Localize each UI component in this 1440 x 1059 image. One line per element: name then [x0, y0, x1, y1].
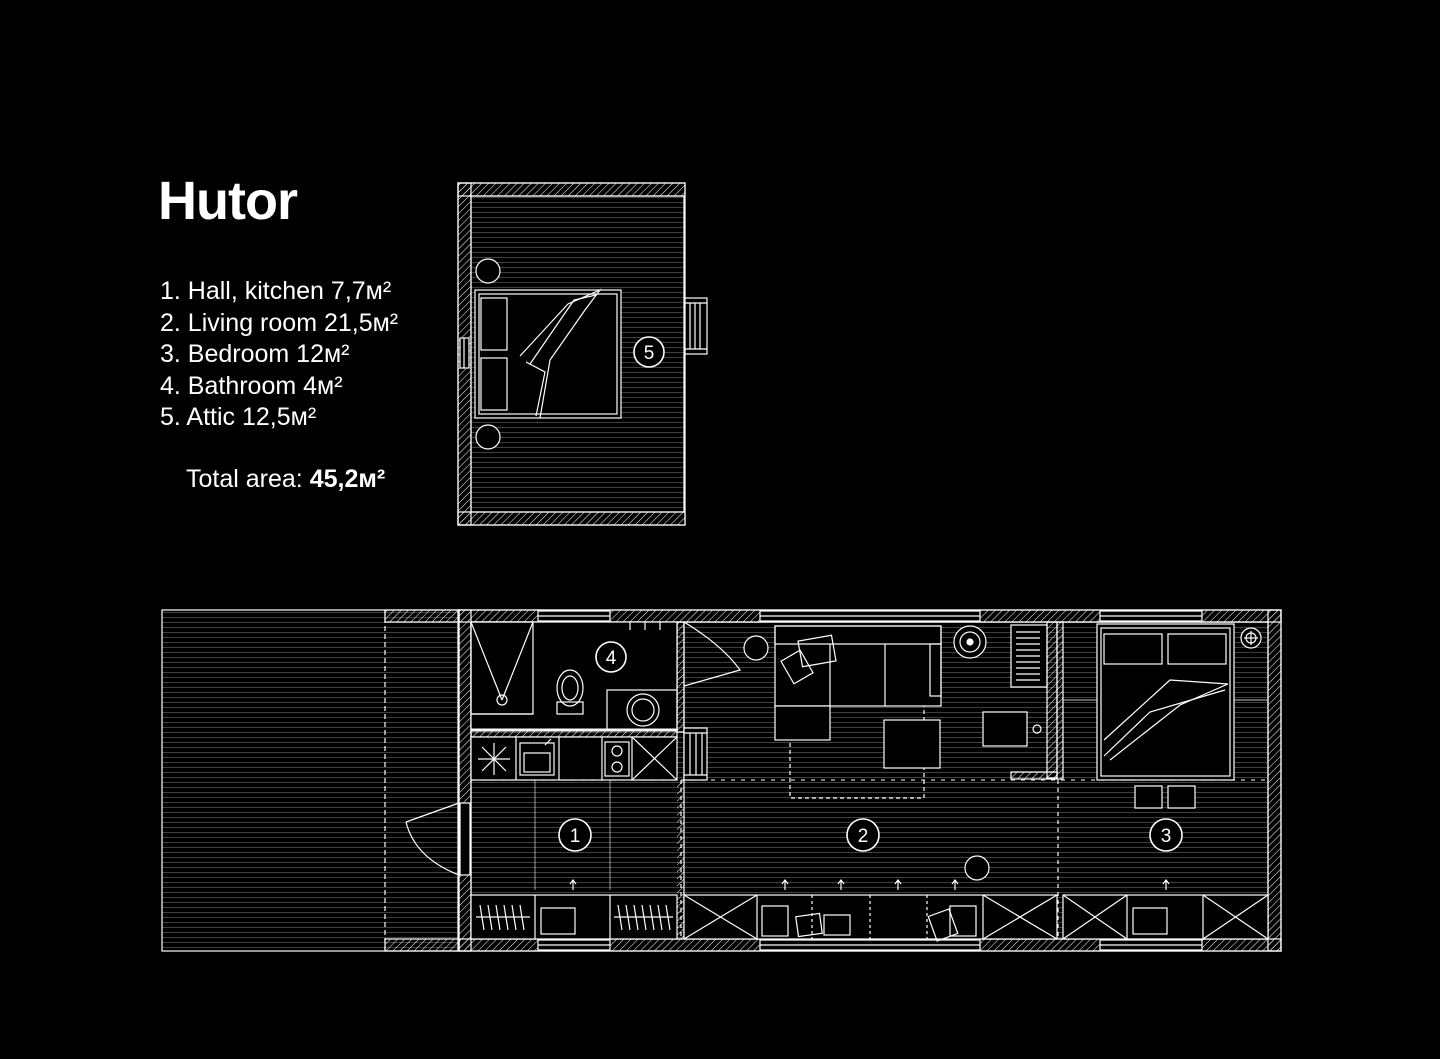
- fridge-icon: [478, 743, 510, 775]
- legend-item-bedroom: 3. Bedroom 12м²: [160, 340, 350, 369]
- living-room: 2: [743, 621, 1058, 881]
- legend-item-living-room: 2. Living room 21,5м²: [160, 308, 399, 337]
- room-marker-4-label: 4: [606, 648, 617, 669]
- room-marker-3-label: 3: [1161, 826, 1172, 847]
- ground-floor-plan: 4: [161, 609, 1282, 952]
- toilet-icon: [556, 669, 584, 715]
- hob-icon: [604, 741, 630, 777]
- desk: [982, 711, 1028, 747]
- shelf-unit: [1010, 621, 1058, 780]
- wardrobes: [470, 879, 1269, 942]
- room-marker-3: [1149, 818, 1183, 852]
- ceiling-light-icon: [1240, 627, 1262, 649]
- total-area-label: Total area:: [186, 465, 303, 493]
- project-title: Hutor: [158, 171, 298, 231]
- legend-item-hall-kitchen: 1. Hall, kitchen 7,7м²: [160, 277, 392, 305]
- bed-icon: [1063, 623, 1268, 781]
- lamp-icon: [964, 855, 990, 881]
- washbasin-icon: [606, 689, 678, 731]
- attic-bed-icon: [474, 288, 622, 419]
- bedroom: 3: [1063, 623, 1268, 852]
- kitchen-counter: [470, 736, 678, 781]
- room-marker-1: [558, 818, 592, 852]
- room-marker-4: [595, 641, 627, 673]
- room-legend: 1. Hall, kitchen 7,7м² 2. Living room 21…: [160, 276, 398, 434]
- room-marker-1-label: 1: [570, 826, 581, 847]
- fireplace-icon: [953, 625, 987, 659]
- room-marker-5-label: 5: [644, 343, 655, 364]
- lamp-icon: [743, 635, 769, 661]
- room-marker-2-label: 2: [858, 826, 869, 847]
- interior-door-icon: [683, 621, 741, 687]
- legend-item-attic: 5. Attic 12,5м²: [160, 403, 317, 432]
- sofa-icon: [774, 625, 942, 741]
- stairs-icon: [683, 727, 708, 781]
- bench-right: [1167, 785, 1196, 809]
- legend-item-bathroom: 4. Bathroom 4м²: [160, 371, 343, 400]
- bathroom: 4: [470, 621, 678, 738]
- room-marker-2: [846, 818, 880, 852]
- room-marker-5: [633, 336, 665, 368]
- total-area-value: 45,2м²: [309, 465, 386, 493]
- terrace: [161, 609, 459, 952]
- coffee-table: [883, 719, 941, 769]
- attic-balcony: [684, 297, 708, 355]
- kitchen-sink-icon: [519, 738, 555, 776]
- lamp-icon: [475, 258, 501, 284]
- entrance-door-icon: [405, 802, 471, 876]
- total-area: Total area: 45,2м²: [186, 465, 385, 494]
- lamp-icon: [475, 424, 501, 450]
- bench-left: [1134, 785, 1163, 809]
- attic-plan: 5: [457, 182, 708, 526]
